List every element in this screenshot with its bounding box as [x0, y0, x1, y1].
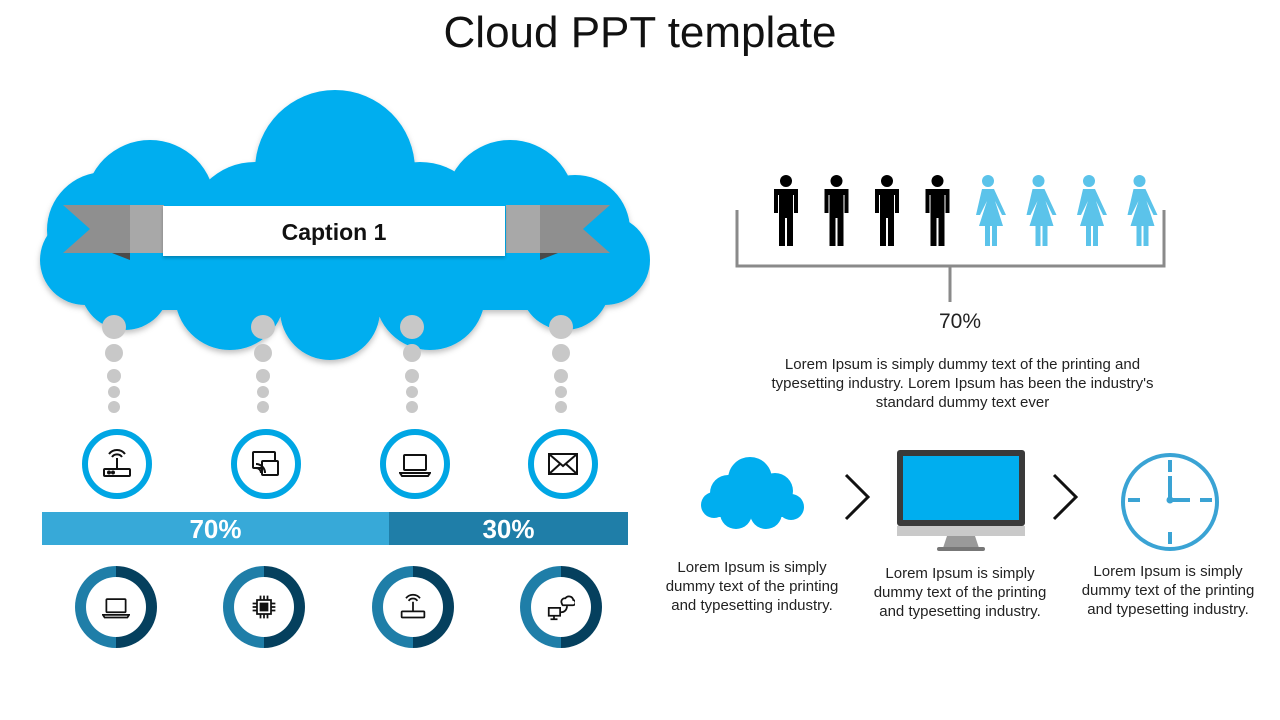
people-percent-label: 70%: [938, 310, 982, 333]
bracket-stem-lower: [948, 266, 952, 302]
dot-connectors: [102, 315, 573, 413]
female-person-icon: [1127, 175, 1158, 246]
people-chart: [735, 175, 1166, 270]
screen-share-ring: [231, 429, 301, 499]
mail-ring: [528, 429, 598, 499]
dot-column-1: [102, 315, 126, 413]
screen-share-icon: [252, 451, 279, 476]
router-icon: [400, 593, 426, 619]
male-person-icon: [925, 175, 950, 246]
bar-segment-left: 70%: [42, 512, 389, 545]
chevron-right-icon: [1052, 473, 1079, 521]
cloud-network-icon: [547, 595, 575, 621]
clock-icon: [1121, 453, 1219, 551]
chip-icon: [252, 595, 276, 619]
laptop-icon: [102, 598, 130, 619]
chevron-right-icon: [844, 473, 871, 521]
female-person-icon: [976, 175, 1006, 246]
laptop-donut: [75, 566, 157, 648]
male-person-icon: [824, 175, 849, 246]
page-title: Cloud PPT template: [443, 8, 837, 57]
female-person-icon: [1026, 175, 1057, 246]
process-text-1: Lorem Ipsum is simply dummy text of the …: [665, 559, 839, 614]
chip-donut: [223, 566, 305, 648]
router-icon: [103, 449, 131, 477]
mail-icon: [548, 453, 578, 475]
dot-column-4: [549, 315, 573, 413]
people-description: Lorem Ipsum is simply dummy text of the …: [771, 356, 1154, 411]
router-donut: [372, 566, 454, 648]
router-ring: [82, 429, 152, 499]
dot-column-2: [251, 315, 275, 413]
process-text-2: Lorem Ipsum is simply dummy text of the …: [873, 565, 1047, 620]
process-text-3: Lorem Ipsum is simply dummy text of the …: [1081, 563, 1255, 618]
cloud-icon: [701, 457, 804, 529]
laptop-icon: [399, 454, 431, 477]
monitor-icon: [897, 450, 1025, 551]
male-person-icon: [774, 175, 798, 246]
bar-segment-right: 30%: [389, 512, 628, 545]
caption-label: Caption 1: [163, 206, 505, 256]
female-person-icon: [1077, 175, 1107, 246]
dot-column-3: [400, 315, 424, 413]
laptop-ring: [380, 429, 450, 499]
male-person-icon: [875, 175, 899, 246]
cloud-network-donut: [520, 566, 602, 648]
ribbon: [63, 205, 610, 260]
